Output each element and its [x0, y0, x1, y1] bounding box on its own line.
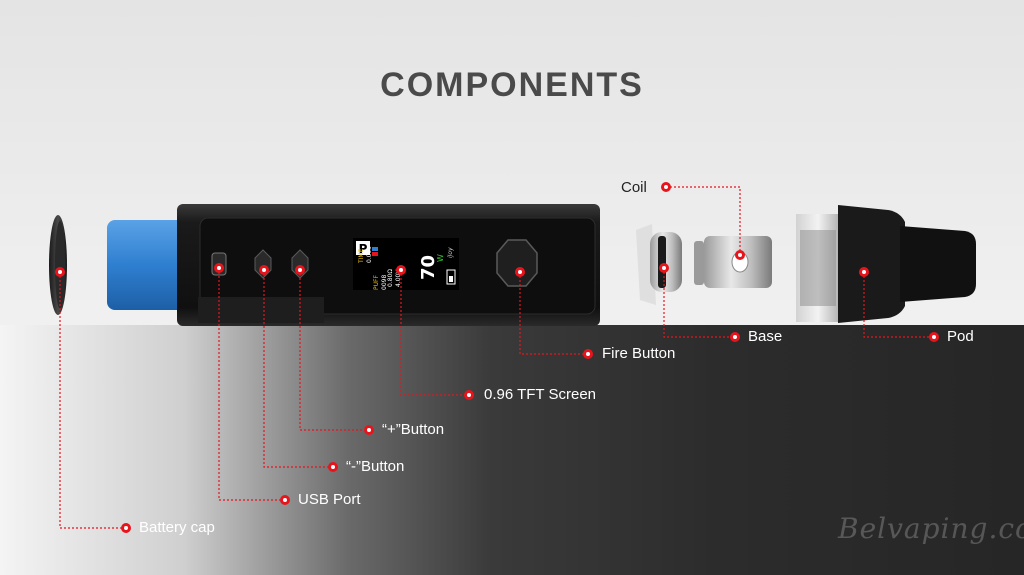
dot-pod-end [929, 332, 939, 342]
background-bottom [0, 325, 1024, 575]
label-coil: Coil [621, 179, 647, 196]
dot-screen [396, 265, 406, 275]
dot-coil-end [661, 182, 671, 192]
screen-p-label: P [359, 242, 368, 256]
dot-minus-end [328, 462, 338, 472]
dot-screen-end [464, 390, 474, 400]
screen-power: 70 [418, 255, 439, 280]
dot-minus [259, 265, 269, 275]
dot-base [659, 263, 669, 273]
callout-lines [59, 186, 932, 529]
dot-plus [295, 265, 305, 275]
coil [694, 236, 772, 288]
screen-puff-label: PUFF [373, 275, 380, 290]
coil-base [636, 224, 682, 305]
screen-puff-value: 0098 [381, 275, 388, 290]
screen-resistance: 0.80Ω [387, 269, 394, 287]
screen-voltage: 4.00V [395, 269, 402, 287]
dot-usb-end [280, 495, 290, 505]
screen-unit: W [436, 254, 445, 262]
dot-pod [859, 267, 869, 277]
page-title: COMPONENTS [380, 66, 644, 104]
dot-battery-cap-end [121, 523, 131, 533]
tft-screen: P TIME 0.09s PUFF 0098 0.80Ω 4.00V 70 W … [353, 238, 459, 290]
dot-base-end [730, 332, 740, 342]
battery-icon [446, 269, 456, 285]
dot-usb [214, 263, 224, 273]
dot-battery-cap [55, 267, 65, 277]
label-battery-cap: Battery cap [139, 519, 215, 536]
label-minus-button: “-”Button [346, 458, 405, 475]
screen-brand: iJoy [447, 247, 454, 258]
callout-dots [55, 182, 939, 533]
dot-fire-end [583, 349, 593, 359]
dot-fire [515, 267, 525, 277]
screen-time-label: TIME [358, 248, 365, 264]
pod [796, 205, 976, 323]
watermark: Belvaping.com [838, 512, 1024, 545]
battery-cap [49, 215, 67, 315]
dot-coil [735, 250, 745, 260]
fire-button-shape [496, 239, 538, 287]
label-fire-button: Fire Button [602, 345, 676, 362]
dot-plus-end [364, 425, 374, 435]
label-tft-screen: 0.96 TFT Screen [484, 386, 597, 403]
label-usb-port: USB Port [298, 491, 361, 508]
screen-time-value: 0.09s [366, 247, 373, 264]
label-plus-button: “+”Button [382, 421, 445, 438]
label-base: Base [748, 328, 783, 345]
label-pod: Pod [947, 328, 974, 345]
battery [107, 220, 189, 310]
